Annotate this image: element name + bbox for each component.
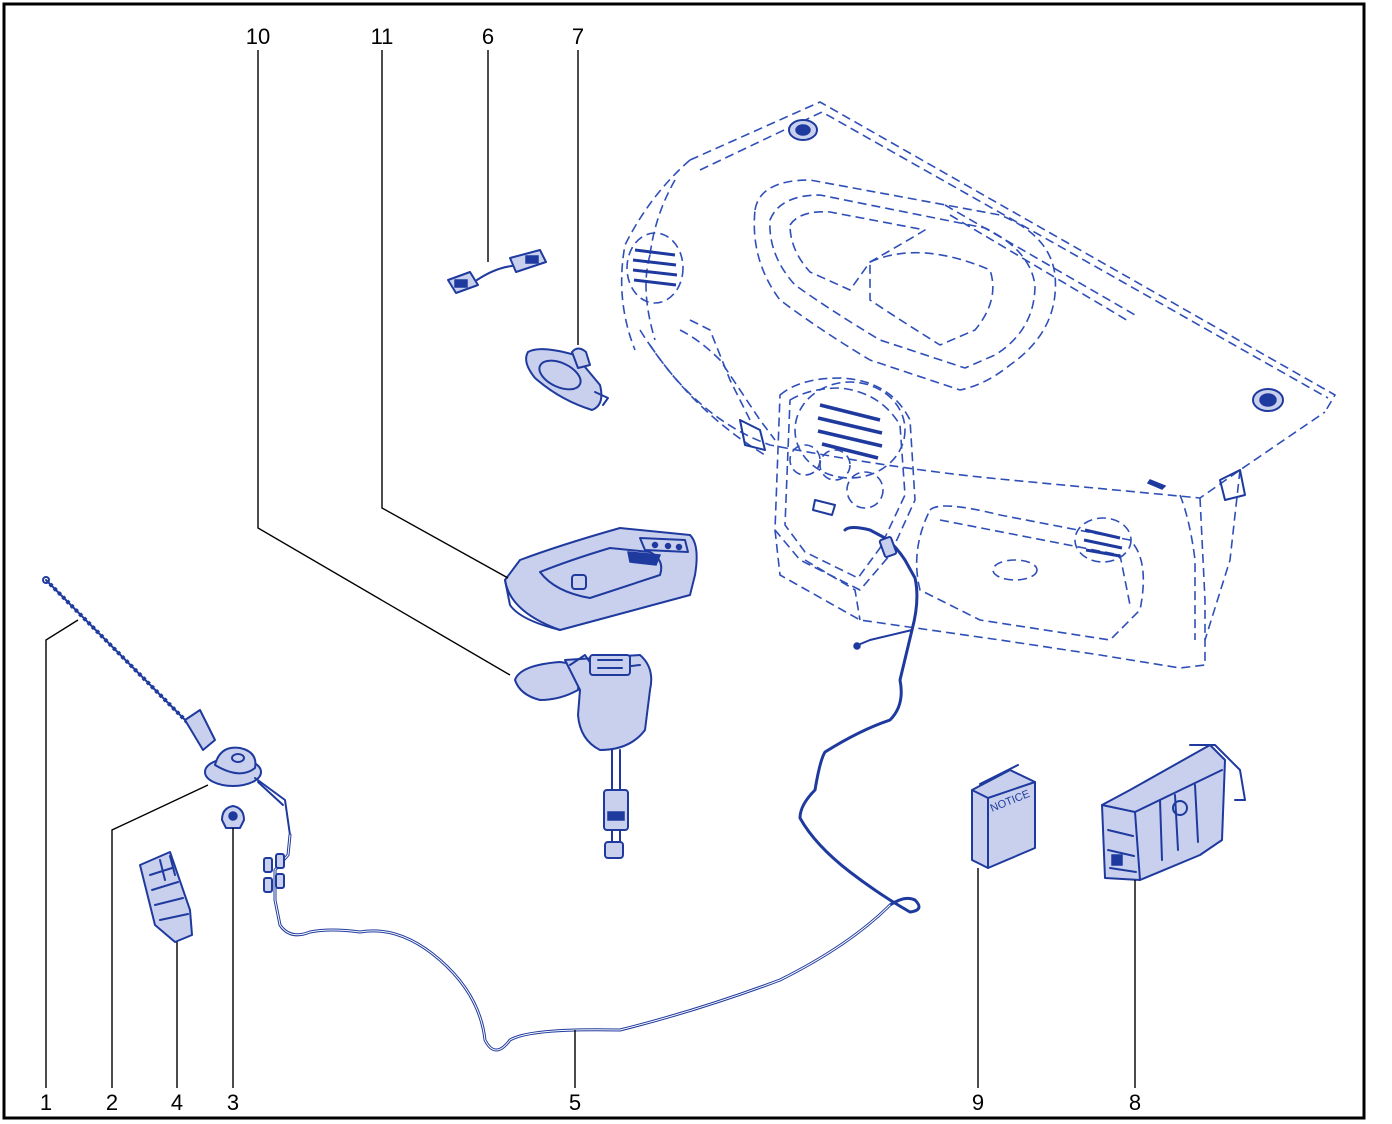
dashboard-bracket-right — [1219, 469, 1246, 501]
dashboard-right-tweeter — [1252, 388, 1284, 412]
callout-7: 7 — [572, 24, 584, 49]
callout-9: 9 — [972, 1090, 984, 1115]
callout-2: 2 — [106, 1090, 118, 1115]
callout-5: 5 — [569, 1090, 581, 1115]
dashboard-right-vent — [1074, 517, 1132, 563]
part-5-cable-harness — [263, 526, 921, 1052]
callout-6: 6 — [482, 24, 494, 49]
dashboard-center-vent — [789, 381, 906, 516]
leader-10 — [257, 50, 511, 676]
leader-1 — [45, 619, 79, 1088]
part-4-connector-block — [139, 851, 193, 943]
part-11-phone-cradle — [504, 527, 698, 631]
dashboard-bracket-left — [739, 419, 766, 451]
callout-1: 1 — [40, 1090, 52, 1115]
dashboard-clip — [1146, 479, 1167, 490]
part-2-antenna-base — [204, 746, 291, 836]
callout-3: 3 — [227, 1090, 239, 1115]
leader-2 — [111, 784, 209, 1088]
part-8-control-module — [1101, 744, 1246, 881]
dashboard-outline — [620, 101, 1336, 669]
dashboard-left-vent — [626, 232, 684, 304]
dashboard-left-tweeter — [788, 119, 818, 141]
part-3-clip — [221, 805, 245, 829]
callout-8: 8 — [1129, 1090, 1141, 1115]
callout-10: 10 — [246, 24, 270, 49]
callout-4: 4 — [171, 1090, 183, 1115]
part-6-adapter-cable — [447, 249, 547, 294]
callout-11: 11 — [371, 24, 394, 49]
part-1-antenna-rod — [42, 576, 216, 751]
leader-lines — [45, 50, 1136, 1088]
callout-numbers: 10 11 6 7 1 2 4 3 5 9 8 — [40, 24, 1141, 1115]
leader-11 — [381, 50, 509, 579]
part-9-notice-booklet: NOTICE — [971, 764, 1036, 869]
part-7-speaker — [525, 347, 609, 411]
part-10-phone-mount — [514, 654, 653, 859]
